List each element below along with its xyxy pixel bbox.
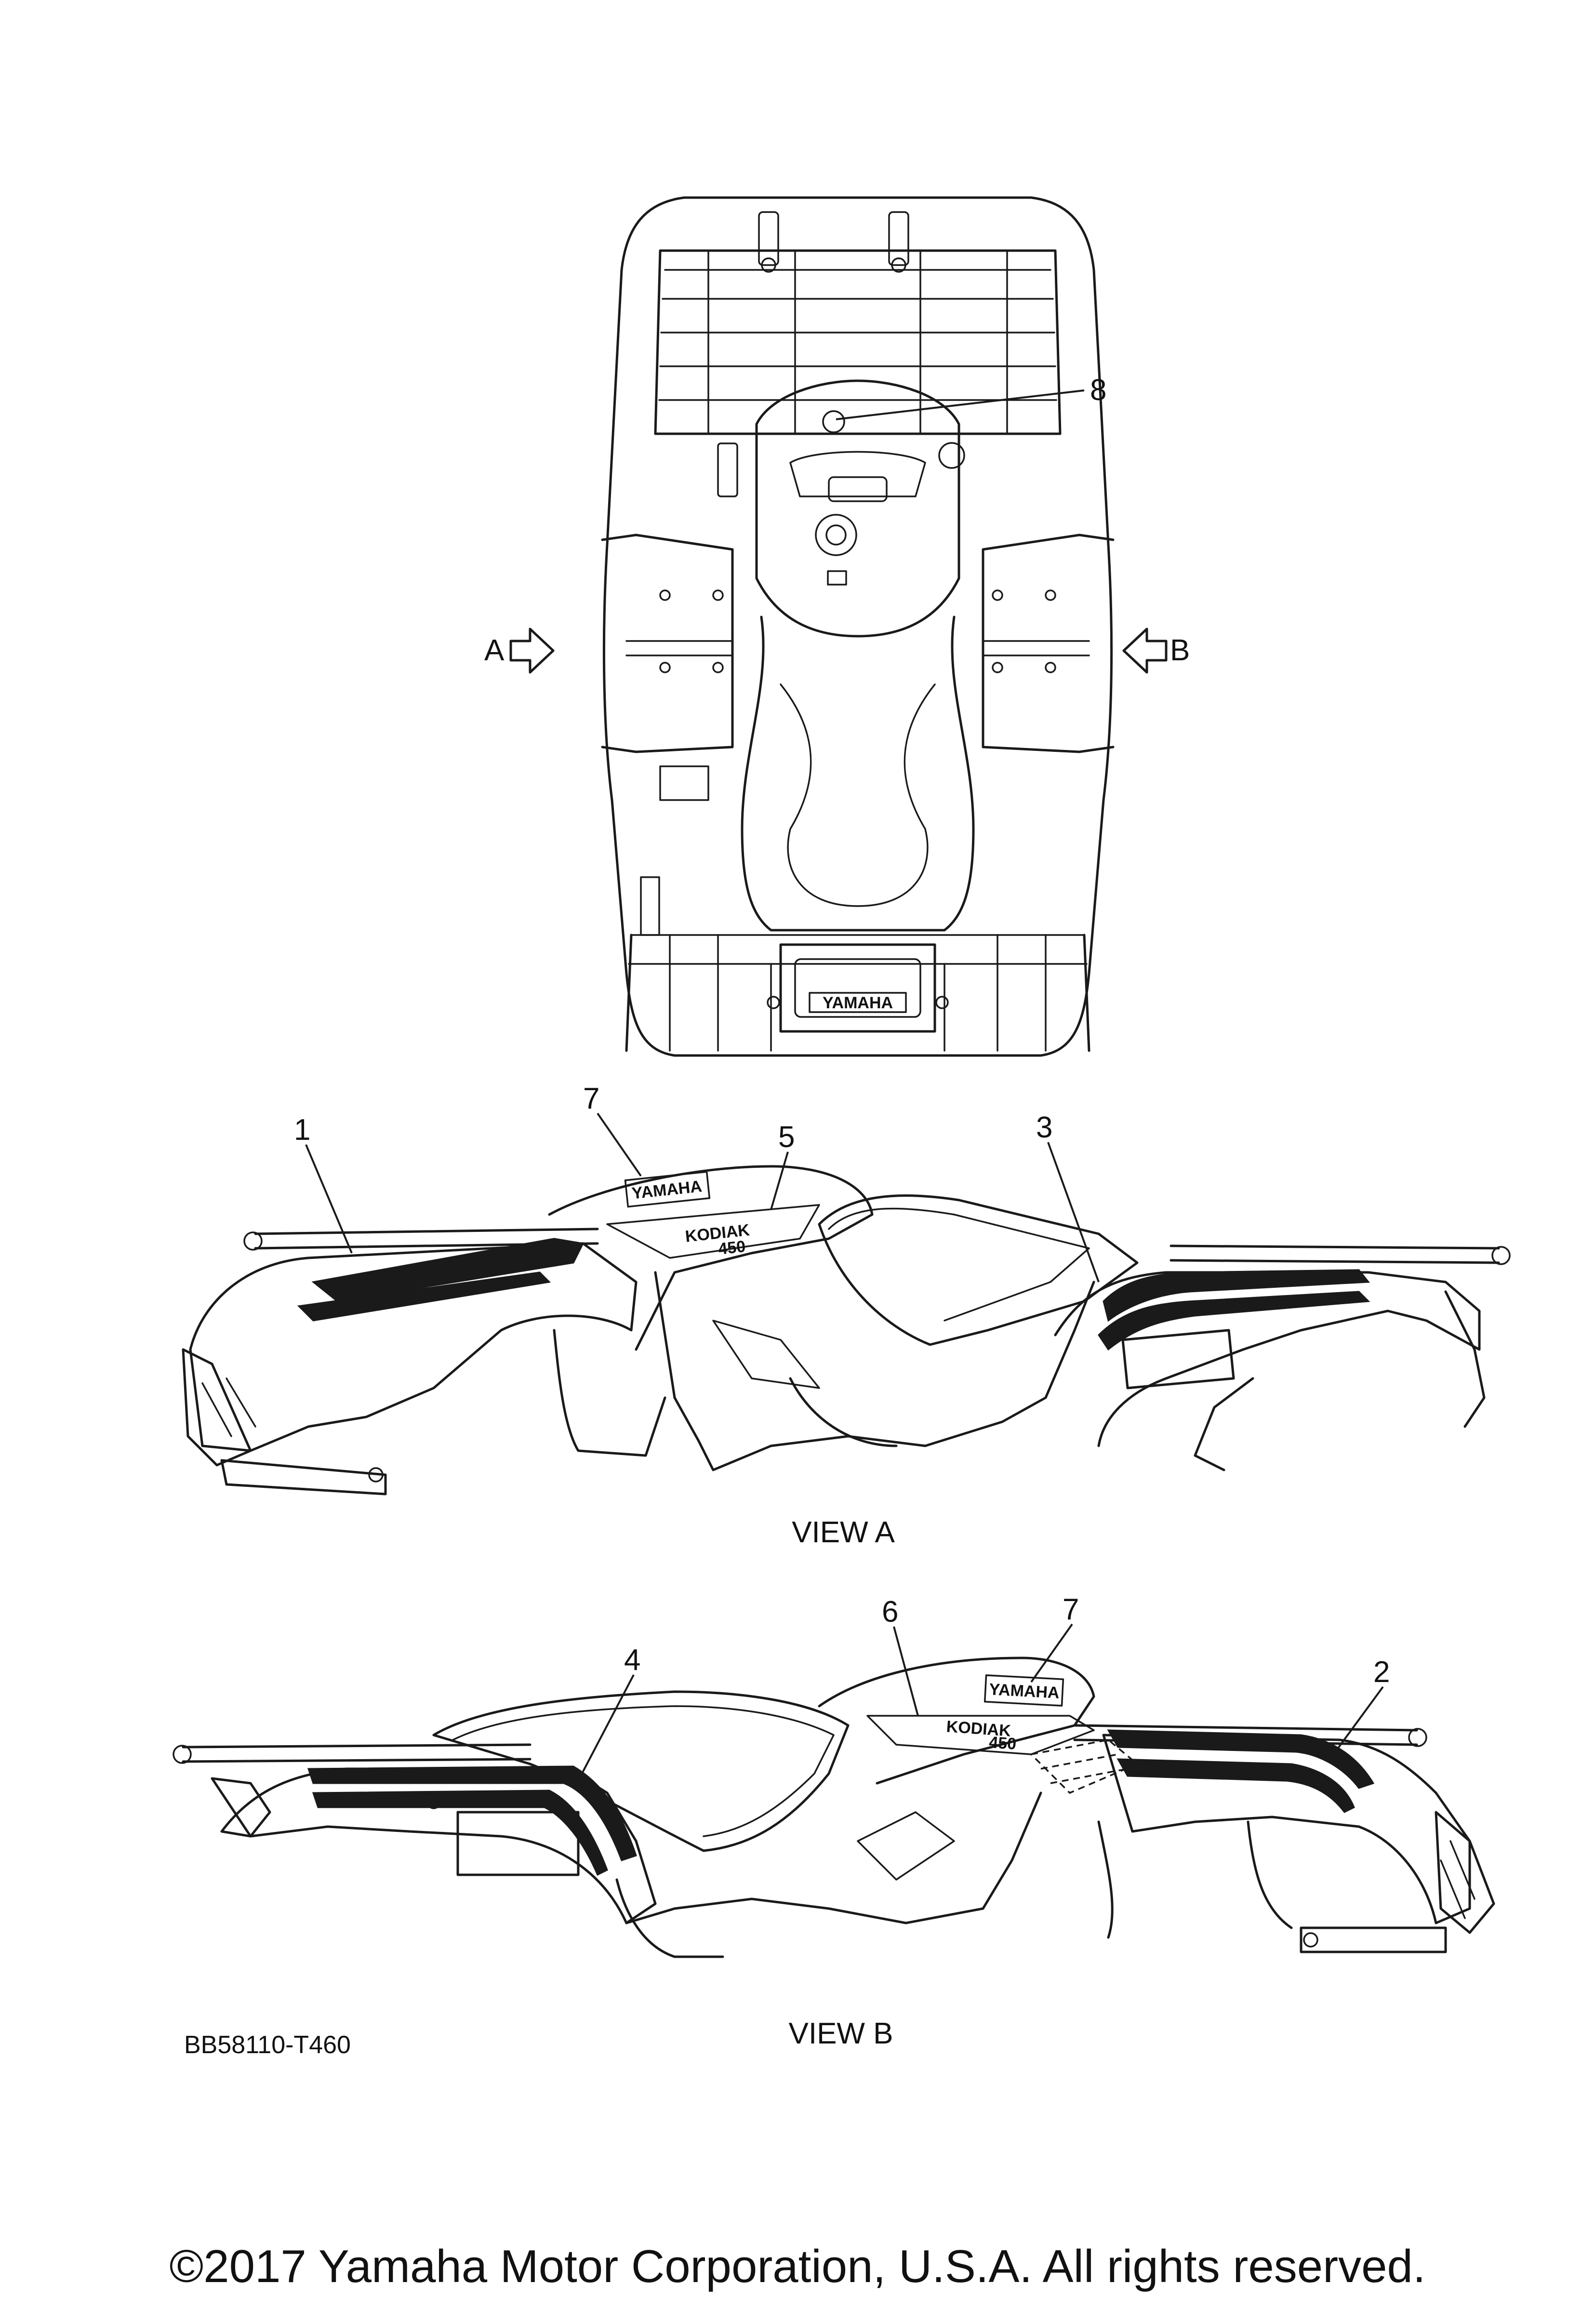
copyright-notice: ©2017 Yamaha Motor Corporation, U.S.A. A…	[169, 2241, 1425, 2292]
view-b-sub-text: 450	[988, 1733, 1017, 1753]
decal-5-shape	[606, 1204, 820, 1259]
callout-5: 5	[778, 1121, 795, 1154]
decal-2-shape	[1107, 1729, 1375, 1789]
callout-7a: 7	[583, 1082, 599, 1115]
callout-1-leader	[305, 1144, 353, 1254]
callout-6-leader	[893, 1626, 919, 1716]
atv-view-a: KODIAK 450 YAMAHA 1 7 5 3 VIEW A	[182, 1082, 1511, 1549]
callout-2: 2	[1373, 1656, 1390, 1689]
callout-2-leader	[1329, 1686, 1384, 1760]
callout-5-leader	[770, 1151, 789, 1210]
decal-1-shape	[311, 1238, 585, 1302]
decal-6-shape	[866, 1715, 1095, 1755]
callout-1: 1	[294, 1113, 310, 1147]
view-b-caption: VIEW B	[788, 2017, 893, 2050]
callout-8: 8	[1090, 374, 1106, 407]
callout-8-leader	[836, 389, 1085, 420]
callout-7a-leader	[597, 1112, 642, 1177]
callout-4-leader	[580, 1674, 635, 1776]
view-b-arrow-label: B	[1170, 634, 1190, 667]
callout-7b: 7	[1063, 1593, 1079, 1626]
view-a-arrow-icon	[509, 628, 555, 674]
atv-view-b: KODIAK 450 YAMAHA 4 6 7 2 VIEW B	[173, 1593, 1495, 2050]
view-b-arrow-icon	[1122, 628, 1168, 674]
callout-3: 3	[1036, 1111, 1052, 1144]
callout-6: 6	[882, 1595, 898, 1629]
atv-top-view: YAMAHA 8 A B	[484, 196, 1190, 1057]
decal-4-shape	[307, 1765, 637, 1861]
rack-badge-text: YAMAHA	[823, 994, 893, 1012]
callout-4: 4	[624, 1643, 640, 1677]
callout-3-leader	[1047, 1142, 1100, 1282]
view-b-emblem-text: YAMAHA	[989, 1680, 1060, 1702]
view-a-sub-text: 450	[718, 1237, 746, 1258]
view-b-model-text: KODIAK	[946, 1717, 1012, 1740]
diagram-code: BB58110-T460	[184, 2031, 351, 2059]
decal-3-shape	[1103, 1269, 1370, 1322]
callout-7b-leader	[1030, 1623, 1073, 1683]
view-a-caption: VIEW A	[792, 1516, 895, 1549]
view-a-arrow-label: A	[484, 634, 505, 667]
